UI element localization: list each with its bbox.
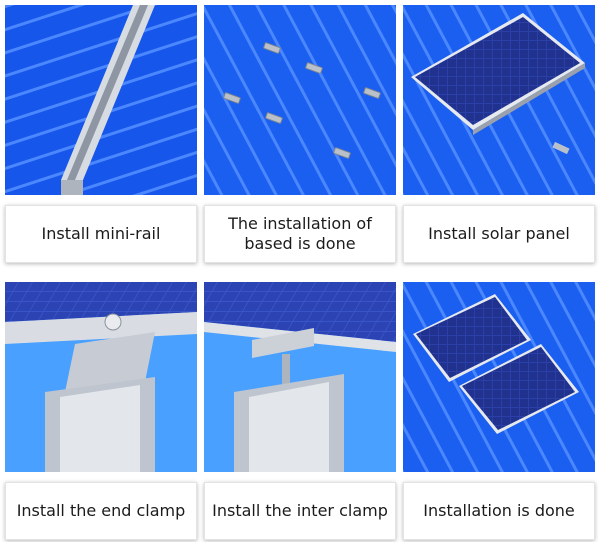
step-1-caption: Install mini-rail	[5, 205, 197, 263]
step-4-caption: Install the end clamp	[5, 482, 197, 540]
roof-brackets-image	[204, 5, 396, 195]
step-3-caption: Install solar panel	[403, 205, 595, 263]
step-5: Install the inter clamp	[204, 282, 396, 540]
solar-panel-image	[403, 5, 595, 195]
inter-clamp-image	[204, 282, 396, 472]
step-3: Install solar panel	[403, 5, 595, 263]
step-4: Install the end clamp	[5, 282, 197, 540]
step-2: The installation of based is done	[204, 5, 396, 263]
completed-array-image	[403, 282, 595, 472]
step-6: Installation is done	[403, 282, 595, 540]
step-2-caption: The installation of based is done	[204, 205, 396, 263]
step-6-caption: Installation is done	[403, 482, 595, 540]
mini-rail-image	[5, 5, 197, 195]
end-clamp-image	[5, 282, 197, 472]
step-5-caption: Install the inter clamp	[204, 482, 396, 540]
step-1: Install mini-rail	[5, 5, 197, 263]
